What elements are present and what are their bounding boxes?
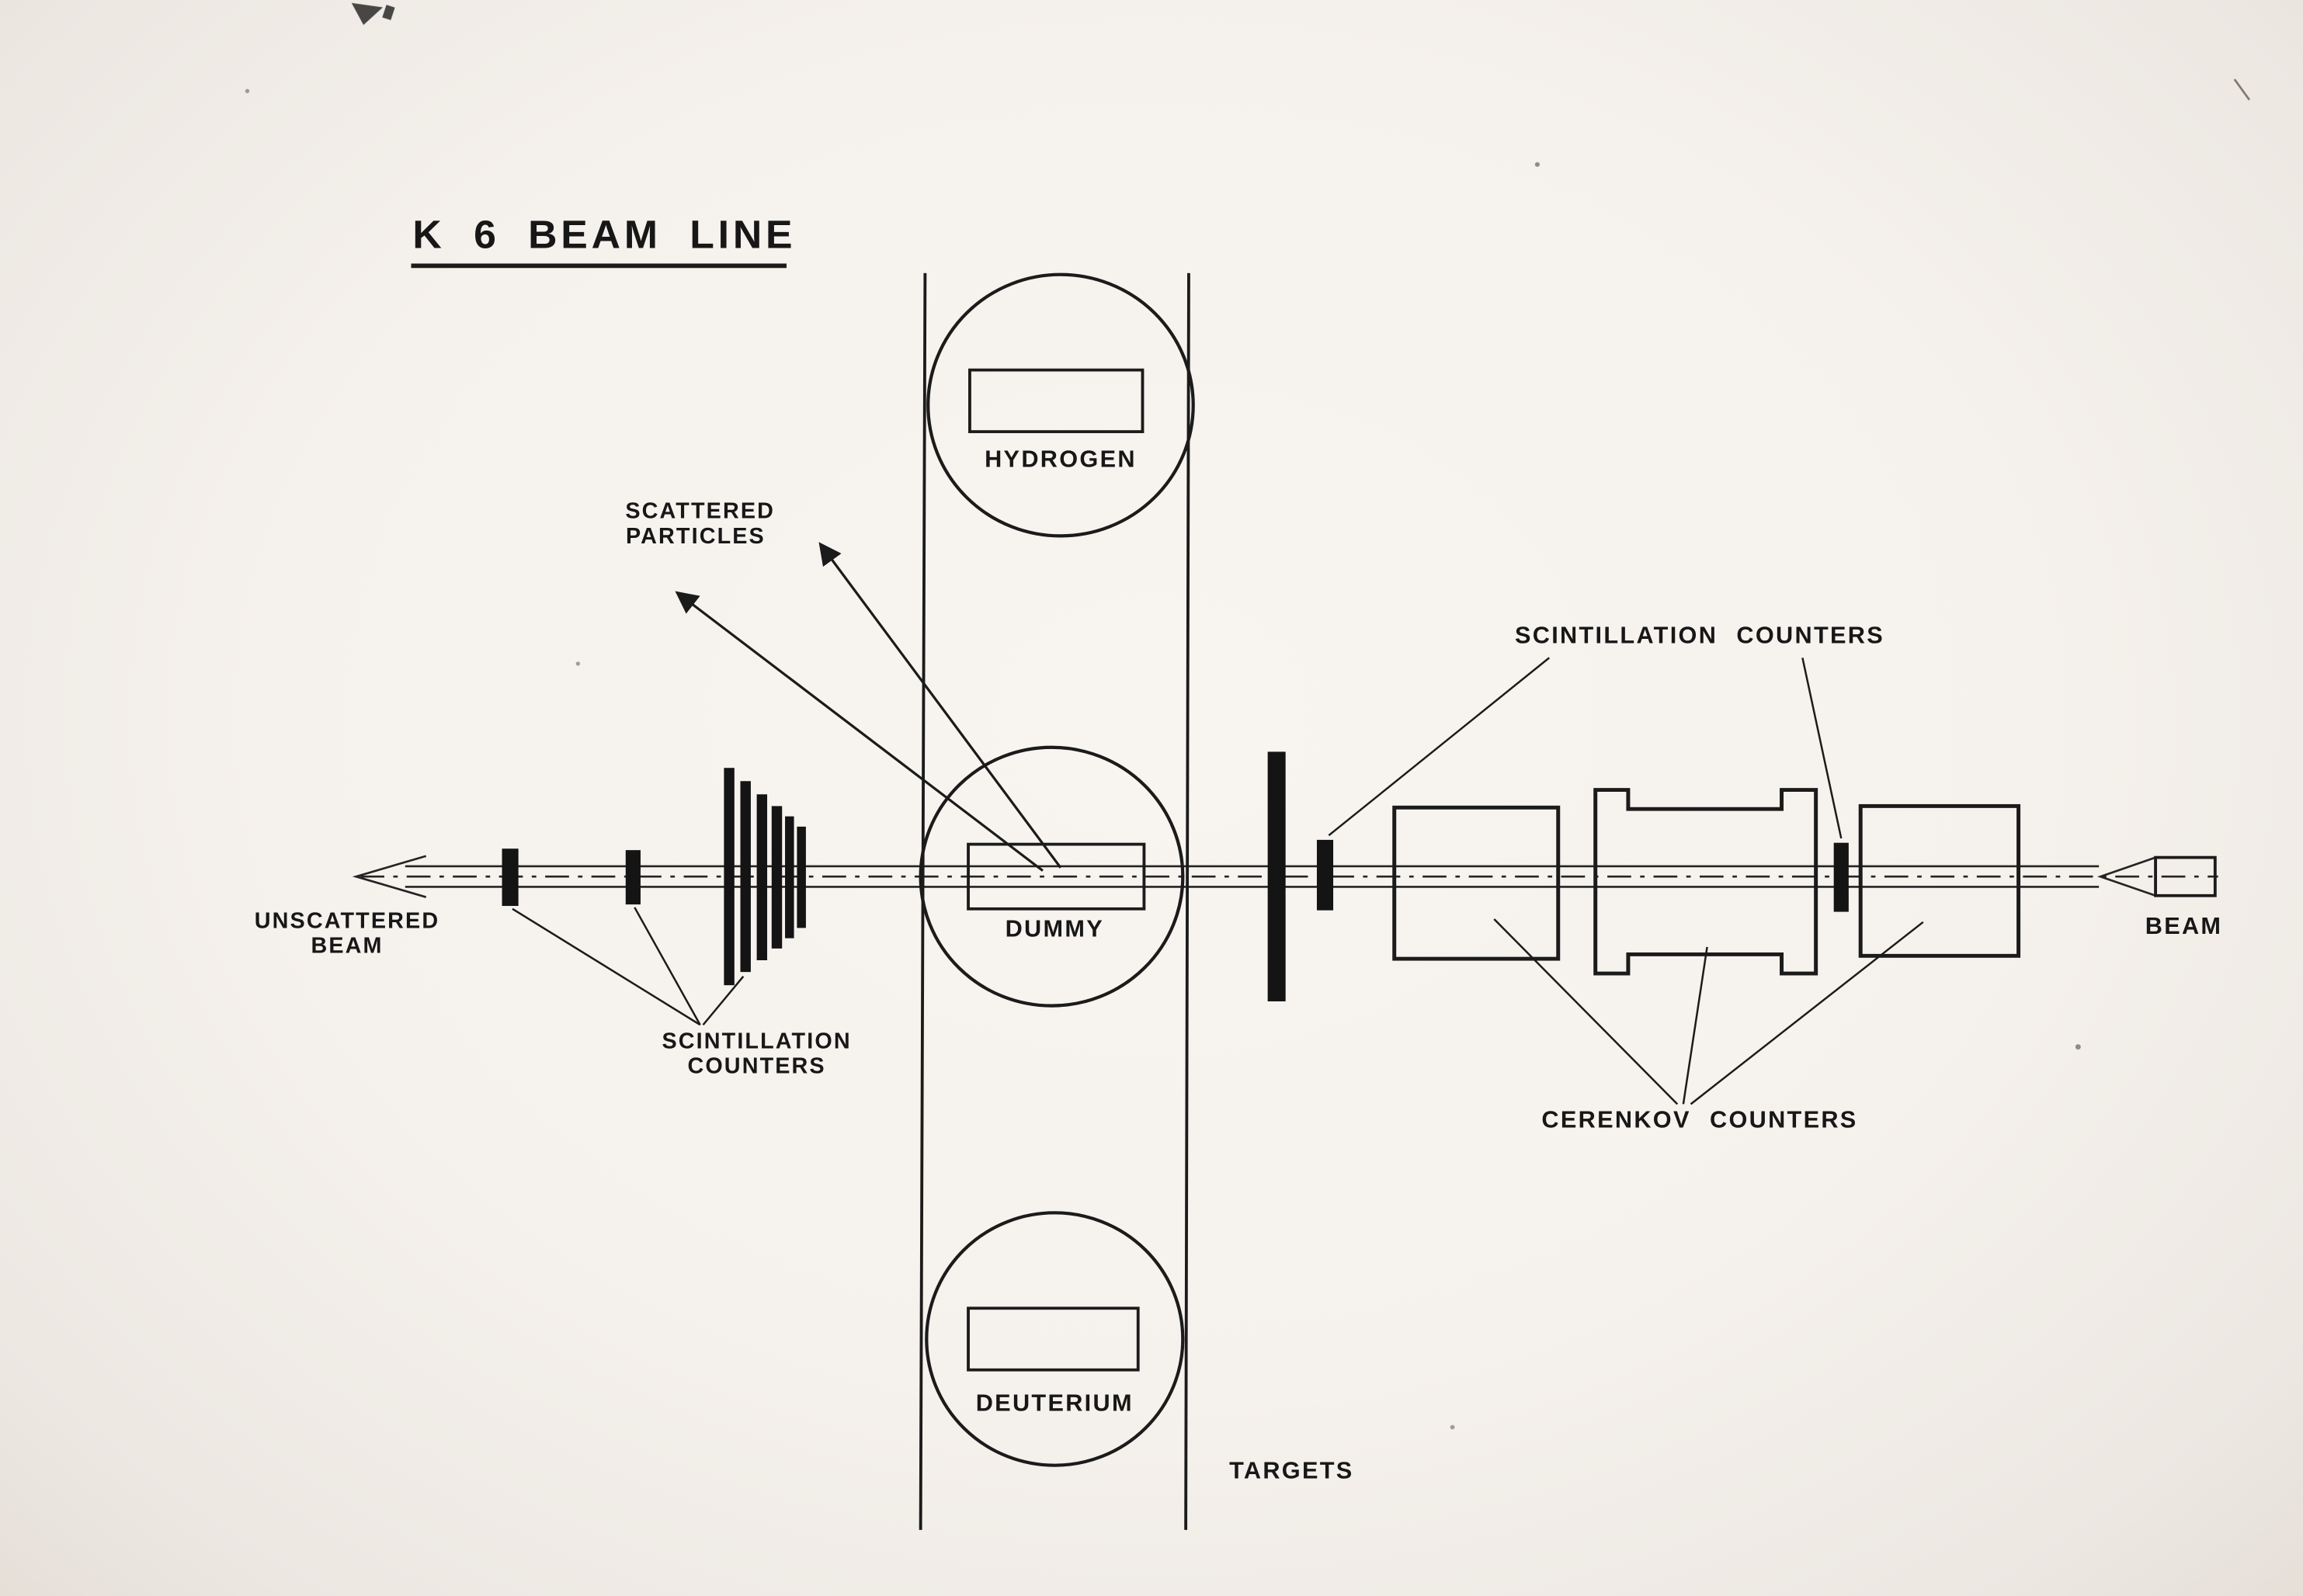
- cerenkov-counter-box-2: [1858, 803, 2021, 958]
- beam-line: UNSCATTERED BEAM BEAM: [255, 855, 2223, 959]
- unscattered-beam-label-line1: UNSCATTERED: [255, 909, 439, 934]
- right-detectors: [1267, 751, 2021, 1001]
- hydrogen-target-cell: [968, 368, 1145, 433]
- scintillation-counter-bar-right-2: [1833, 842, 1849, 912]
- deuterium-label: DEUTERIUM: [976, 1390, 1134, 1417]
- target-column: HYDROGEN DUMMY DEUTERIUM TARGETS: [919, 272, 1353, 1530]
- dust-speck: [1534, 161, 1540, 167]
- deuterium-target: DEUTERIUM: [925, 1211, 1185, 1467]
- scintillation-counter-bar-right-1: [1316, 839, 1334, 911]
- deuterium-target-circle: [925, 1211, 1185, 1467]
- scratch-mark: [2233, 78, 2251, 101]
- cerenkov-pointer-line: [1690, 921, 1924, 1105]
- hydrogen-target-circle: [926, 272, 1195, 538]
- hydrogen-label: HYDROGEN: [985, 446, 1137, 473]
- scintillation-right-label: SCINTILLATION COUNTERS: [1515, 623, 1884, 649]
- beam-label: BEAM: [2145, 913, 2223, 939]
- hodoscope-bar: [756, 794, 768, 961]
- right-beam-arrowhead-icon: [2097, 856, 2156, 897]
- beam-entry-box: [2154, 855, 2217, 897]
- dust-speck: [245, 88, 250, 93]
- hodoscope-bar: [724, 768, 735, 986]
- corner-mark: [382, 5, 395, 20]
- scintillation-right-pointer-line: [1801, 657, 1843, 839]
- dummy-label: DUMMY: [1006, 916, 1104, 942]
- dust-speck: [1450, 1424, 1455, 1430]
- scintillation-counter-bar: [625, 850, 641, 905]
- cerenkov-pointer-line: [1493, 918, 1679, 1105]
- hydrogen-target: HYDROGEN: [926, 272, 1195, 538]
- cerenkov-label: CERENKOV COUNTERS: [1541, 1107, 1857, 1133]
- scintillation-right-pointer-line: [1328, 657, 1551, 837]
- left-scintillation-counters: SCINTILLATION COUNTERS: [502, 768, 851, 1079]
- cerenkov-annotation: CERENKOV COUNTERS: [1493, 918, 1924, 1133]
- dust-speck: [2075, 1044, 2081, 1050]
- scattered-particle-arrow-2: [818, 542, 1062, 869]
- scattered-particle-arrow-1: [675, 591, 1044, 872]
- corner-mark: [351, 2, 384, 26]
- scintillation-left-pointer-line: [702, 976, 745, 1026]
- scintillation-counter-bar: [502, 848, 519, 907]
- hodoscope-bar: [740, 781, 751, 973]
- unscattered-beam-label-line2: BEAM: [311, 934, 383, 959]
- scattered-particles-annotation: SCATTERED PARTICLES: [625, 499, 1062, 872]
- paper-blemishes: [245, 2, 2251, 1430]
- scintillation-left-pointer-line: [512, 907, 701, 1026]
- cerenkov-pointer-line: [1682, 946, 1708, 1105]
- cerenkov-counter-box-1: [1392, 805, 1561, 961]
- hodoscope-bar: [771, 806, 783, 949]
- hodoscope-bar: [785, 816, 794, 939]
- page-title: K 6 BEAM LINE: [412, 212, 796, 257]
- scattered-particles-label-line1: SCATTERED: [625, 499, 775, 524]
- dummy-target-circle: [919, 745, 1185, 1008]
- dummy-target: DUMMY: [919, 745, 1185, 1008]
- targets-label: TARGETS: [1229, 1458, 1353, 1484]
- title-block: K 6 BEAM LINE: [411, 212, 796, 269]
- right-scintillation-annotation: SCINTILLATION COUNTERS: [1328, 623, 1884, 839]
- scintillation-left-label-line1: SCINTILLATION: [662, 1029, 851, 1054]
- scattered-particles-label-line2: PARTICLES: [626, 524, 766, 549]
- scintillation-left-label-line2: COUNTERS: [687, 1054, 825, 1079]
- cerenkov-counter-spool: [1593, 788, 1818, 976]
- dummy-target-cell: [967, 842, 1146, 911]
- dust-speck: [575, 661, 581, 666]
- target-column-right-rail: [1184, 272, 1190, 1530]
- left-beam-arrowhead-icon: [352, 855, 427, 898]
- scintillation-left-pointer-line: [634, 907, 701, 1025]
- deuterium-target-cell: [967, 1306, 1140, 1372]
- hodoscope-bar: [797, 826, 806, 928]
- thick-counter-bar: [1267, 751, 1286, 1001]
